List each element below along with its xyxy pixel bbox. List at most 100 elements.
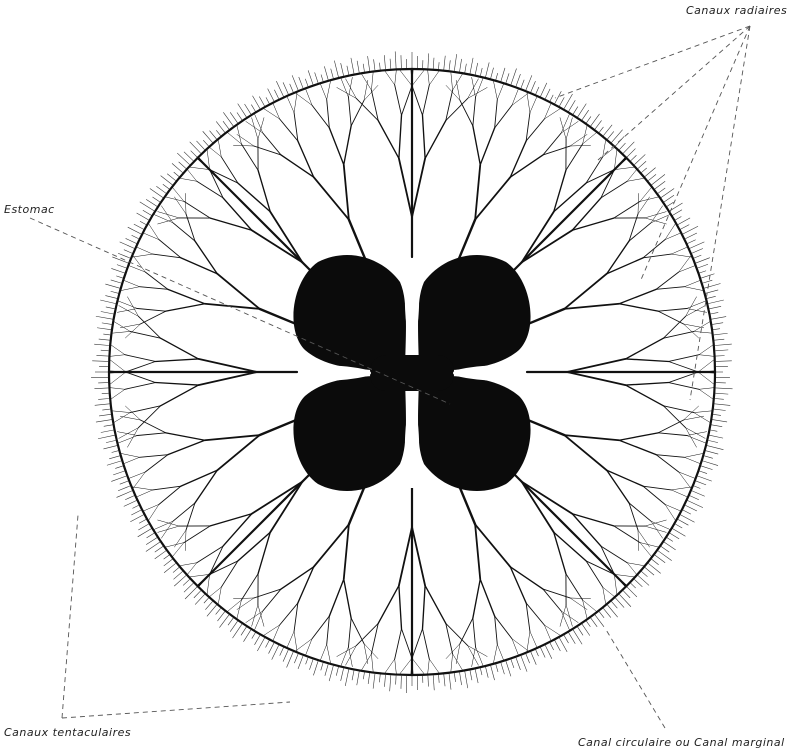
tentacle [696, 258, 710, 263]
branch-canal [451, 654, 453, 673]
tentacle [545, 645, 552, 658]
tentacle [712, 323, 723, 325]
branch-canal [125, 406, 140, 420]
branch-canal [566, 144, 583, 170]
tentacle [266, 640, 270, 647]
branch-canal [132, 254, 152, 257]
branch-canal [567, 359, 626, 372]
tentacle [545, 89, 550, 99]
tentacle [283, 82, 288, 94]
tentacle [603, 125, 612, 136]
tentacle [357, 671, 359, 685]
branch-canal [349, 647, 353, 667]
tentacle [460, 59, 462, 72]
branch-canal [472, 77, 476, 97]
branch-canal [493, 644, 497, 663]
tentacle [163, 184, 169, 189]
tentacle [454, 54, 456, 71]
tentacle [694, 255, 701, 258]
branch-canal [656, 455, 684, 458]
branch-canal [110, 389, 125, 399]
tentacle [173, 567, 179, 572]
tentacle [685, 233, 697, 239]
tentacle [390, 59, 391, 69]
stomach-lobe-bottom-right [418, 376, 531, 491]
tentacle [252, 633, 256, 639]
tentacle [501, 663, 505, 674]
leader-radiaires-3 [640, 26, 750, 282]
tentacle [511, 659, 514, 668]
tentacle [586, 116, 591, 123]
tentacle [673, 210, 682, 216]
tentacle [109, 456, 120, 459]
leader-tentaculaires-1 [62, 515, 78, 718]
branch-canal [656, 287, 684, 290]
label-canaux-tentaculaires: Canaux tentaculaires [4, 726, 131, 739]
tentacle [100, 300, 116, 304]
branch-canal [158, 212, 179, 218]
branch-canal [165, 197, 184, 202]
tentacle [164, 555, 170, 559]
branch-canal [473, 579, 480, 618]
tentacle [118, 486, 130, 491]
branch-canal [184, 526, 210, 543]
tentacle [146, 538, 157, 545]
tentacle [379, 674, 380, 682]
tentacle [384, 675, 385, 687]
branch-canal [564, 304, 619, 309]
tentacle [433, 675, 434, 690]
branch-canal [475, 524, 510, 566]
branch-canal [658, 420, 683, 433]
branch-canal [329, 128, 343, 165]
tentacle [111, 280, 122, 283]
tentacle [102, 409, 110, 410]
branch-canal [694, 331, 713, 333]
branch-canal [371, 90, 378, 120]
branch-canal [627, 169, 637, 181]
tentacle [99, 339, 110, 340]
tentacle [309, 659, 313, 669]
tentacle [174, 172, 179, 176]
tentacle [299, 77, 303, 88]
tentacle [305, 79, 308, 87]
tentacle [357, 61, 359, 73]
branch-canal [627, 563, 637, 575]
branch-canal [473, 126, 480, 165]
tentacle [480, 68, 482, 76]
tentacle [112, 451, 119, 453]
branch-canal [241, 144, 258, 170]
branch-canal [603, 587, 615, 597]
tentacle [619, 143, 625, 150]
branch-canal [111, 411, 130, 413]
branch-canal [399, 158, 412, 217]
tentacle [591, 618, 597, 627]
tentacle [98, 398, 109, 399]
branch-canal [564, 274, 606, 309]
branch-canal [566, 605, 572, 626]
branch-canal [110, 344, 125, 354]
tentacle [101, 430, 114, 432]
branch-canal [619, 289, 656, 303]
tentacle [540, 648, 545, 658]
tentacle [714, 404, 730, 406]
tentacle [290, 84, 294, 92]
branch-canal [109, 359, 126, 372]
branch-canal [698, 372, 715, 385]
tentacle [306, 658, 308, 665]
leader-circulaire [605, 628, 665, 728]
branch-canal [671, 490, 688, 497]
tentacle [706, 451, 719, 454]
label-canal-circulaire: Canal circulaire ou Canal marginal [578, 736, 785, 749]
branch-canal [656, 455, 679, 472]
branch-canal [270, 212, 302, 263]
branch-canal [395, 85, 402, 115]
branch-canal [252, 230, 303, 262]
tentacle [550, 95, 553, 101]
tentacle [712, 420, 727, 422]
branch-canal [166, 433, 205, 440]
tentacle [536, 650, 539, 656]
stomach-lobe-top-right [418, 255, 531, 370]
tentacle [491, 666, 495, 680]
tentacle [713, 414, 721, 415]
branch-canal [425, 121, 446, 159]
